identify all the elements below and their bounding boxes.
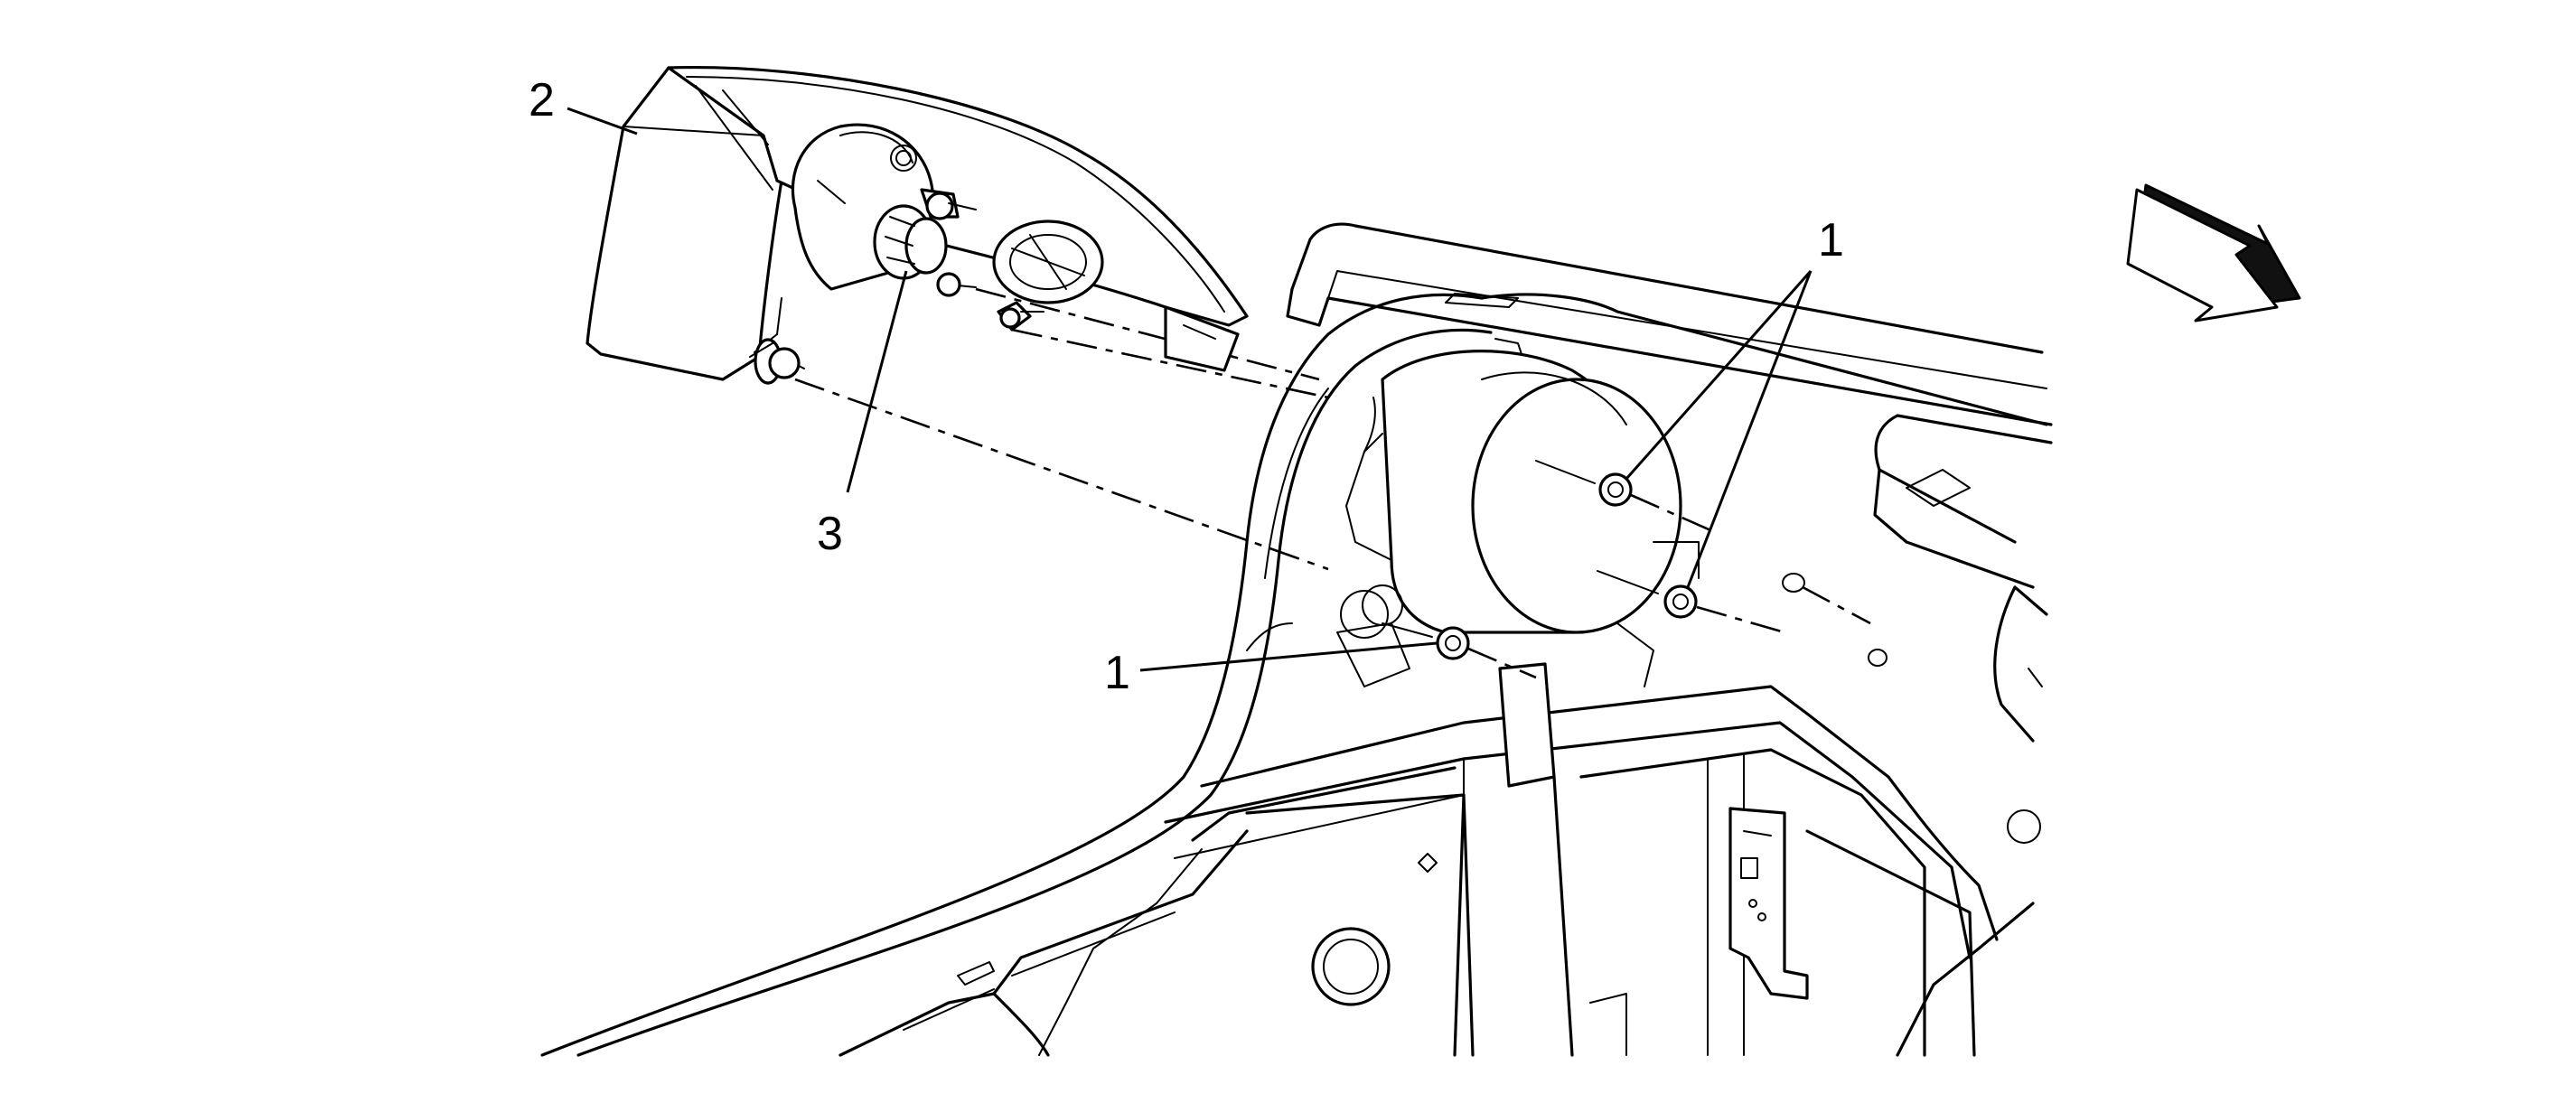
- alignment-lines: [794, 287, 1871, 679]
- nut-lower: [1382, 622, 1470, 660]
- mounting-hole: [1868, 649, 1888, 667]
- bulb-socket: [873, 188, 960, 280]
- lamp-pocket-housing: [1336, 350, 1700, 687]
- lamp-studs: [936, 202, 1044, 332]
- view-direction-arrow-icon: [2126, 183, 2301, 322]
- callout-label-3: 3: [817, 508, 843, 560]
- callout-label-2: 2: [529, 74, 555, 126]
- nut-middle: [1597, 570, 1698, 619]
- push-pin-fastener: [749, 338, 805, 385]
- tail-lamp-assembly: [585, 65, 1249, 381]
- mounting-nuts: [1382, 460, 1698, 660]
- vehicle-rear-body: [540, 222, 2053, 1057]
- nut-upper: [1535, 460, 1633, 507]
- callout-leaders: [567, 107, 1813, 672]
- callout-label-1-upper: 1: [1818, 214, 1844, 266]
- mounting-hole: [1782, 573, 1805, 593]
- callout-label-1-lower: 1: [1104, 647, 1130, 699]
